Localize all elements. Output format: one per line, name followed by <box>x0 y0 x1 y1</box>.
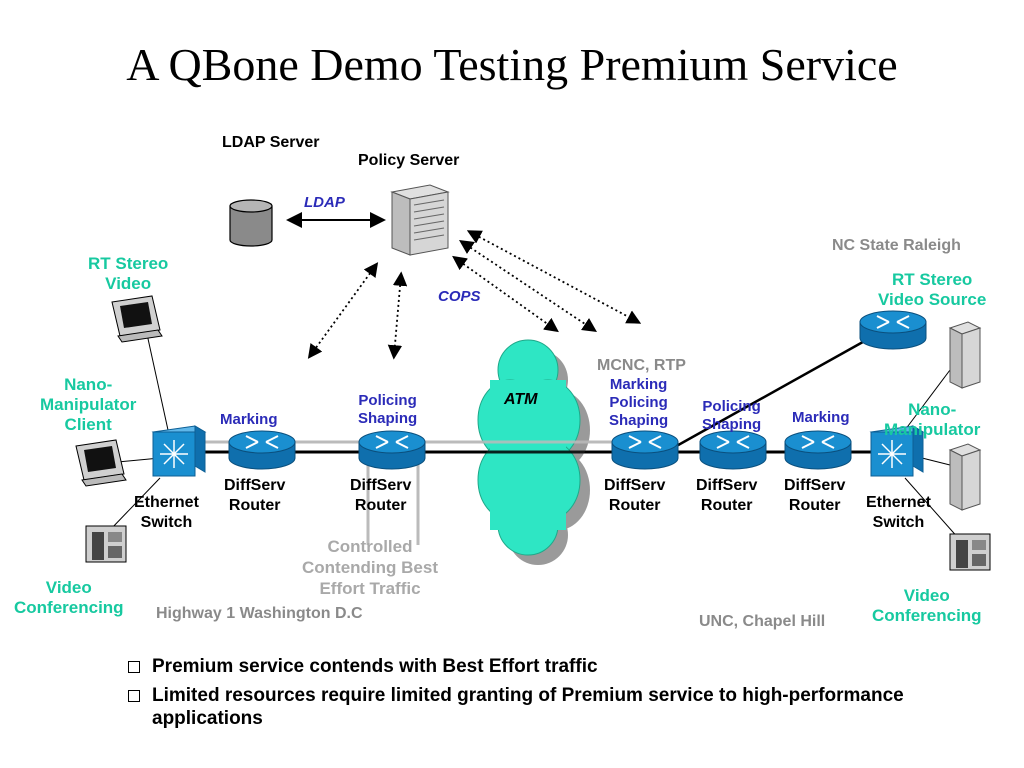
page-title: A QBone Demo Testing Premium Service <box>126 39 898 90</box>
bullet-item: Limited resources require limited granti… <box>128 684 948 730</box>
eth-switch-left-label: Ethernet Switch <box>134 494 199 531</box>
video-conf-right-label: Video Conferencing <box>872 586 982 625</box>
ethernet-switch-icon <box>869 425 925 477</box>
ethernet-switch-icon <box>151 425 207 477</box>
cops-protocol-label: COPS <box>438 288 481 305</box>
router5-label: DiffServ Router <box>784 477 846 514</box>
location-unc: UNC, Chapel Hill <box>699 613 826 630</box>
location-nc-state: NC State Raleigh <box>832 237 961 254</box>
ldap-server-label: LDAP Server <box>222 134 320 151</box>
bullet-list: Premium service contends with Best Effor… <box>128 655 948 736</box>
router4-function: Policing Shaping <box>702 398 762 433</box>
monitor-icon <box>111 295 163 343</box>
policy-server-label: Policy Server <box>358 152 460 169</box>
bullet-item: Premium service contends with Best Effor… <box>128 655 948 678</box>
eth-switch-right-label: Ethernet Switch <box>866 494 931 531</box>
video-conf-left-label: Video Conferencing <box>14 578 124 617</box>
bullet-marker <box>128 661 140 673</box>
phone-icon <box>85 525 127 563</box>
atm-cloud <box>477 339 590 565</box>
router2-function: Policing Shaping <box>358 392 418 427</box>
router-icon <box>784 430 852 470</box>
ldap-protocol-label: LDAP <box>304 194 345 211</box>
bullet-text: Premium service contends with Best Effor… <box>152 656 598 677</box>
database-icon <box>229 199 273 247</box>
cops-arrows <box>307 230 642 360</box>
router-icon <box>358 430 426 470</box>
router-icon <box>699 430 767 470</box>
router1-function: Marking <box>220 411 278 428</box>
router5-function: Marking <box>792 409 850 426</box>
atm-label: ATM <box>504 391 538 408</box>
router-icon <box>859 310 927 350</box>
monitor-icon <box>75 439 127 487</box>
bullet-marker <box>128 690 140 702</box>
router3-label: DiffServ Router <box>604 477 666 514</box>
router2-label: DiffServ Router <box>350 477 412 514</box>
rt-stereo-source-label: RT Stereo Video Source <box>878 270 987 309</box>
nano-right-label: Nano- Manipulator <box>884 400 981 439</box>
server-icon <box>948 443 982 511</box>
controlled-traffic-lines <box>366 455 420 545</box>
rt-stereo-video-label: RT Stereo Video <box>88 254 169 293</box>
bullet-text: Limited resources require limited granti… <box>152 685 904 729</box>
location-highway: Highway 1 Washington D.C <box>156 605 363 622</box>
router1-label: DiffServ Router <box>224 477 286 514</box>
router4-label: DiffServ Router <box>696 477 758 514</box>
server-icon <box>390 184 450 256</box>
router-icon <box>611 430 679 470</box>
nano-client-label: Nano- Manipulator Client <box>40 375 137 434</box>
phone-icon <box>949 533 991 571</box>
controlled-traffic-label: Controlled Contending Best Effort Traffi… <box>302 537 438 598</box>
router-icon <box>228 430 296 470</box>
location-mcnc: MCNC, RTP <box>597 357 686 374</box>
router3-function: Marking Policing Shaping <box>609 376 669 429</box>
server-icon <box>948 321 982 389</box>
